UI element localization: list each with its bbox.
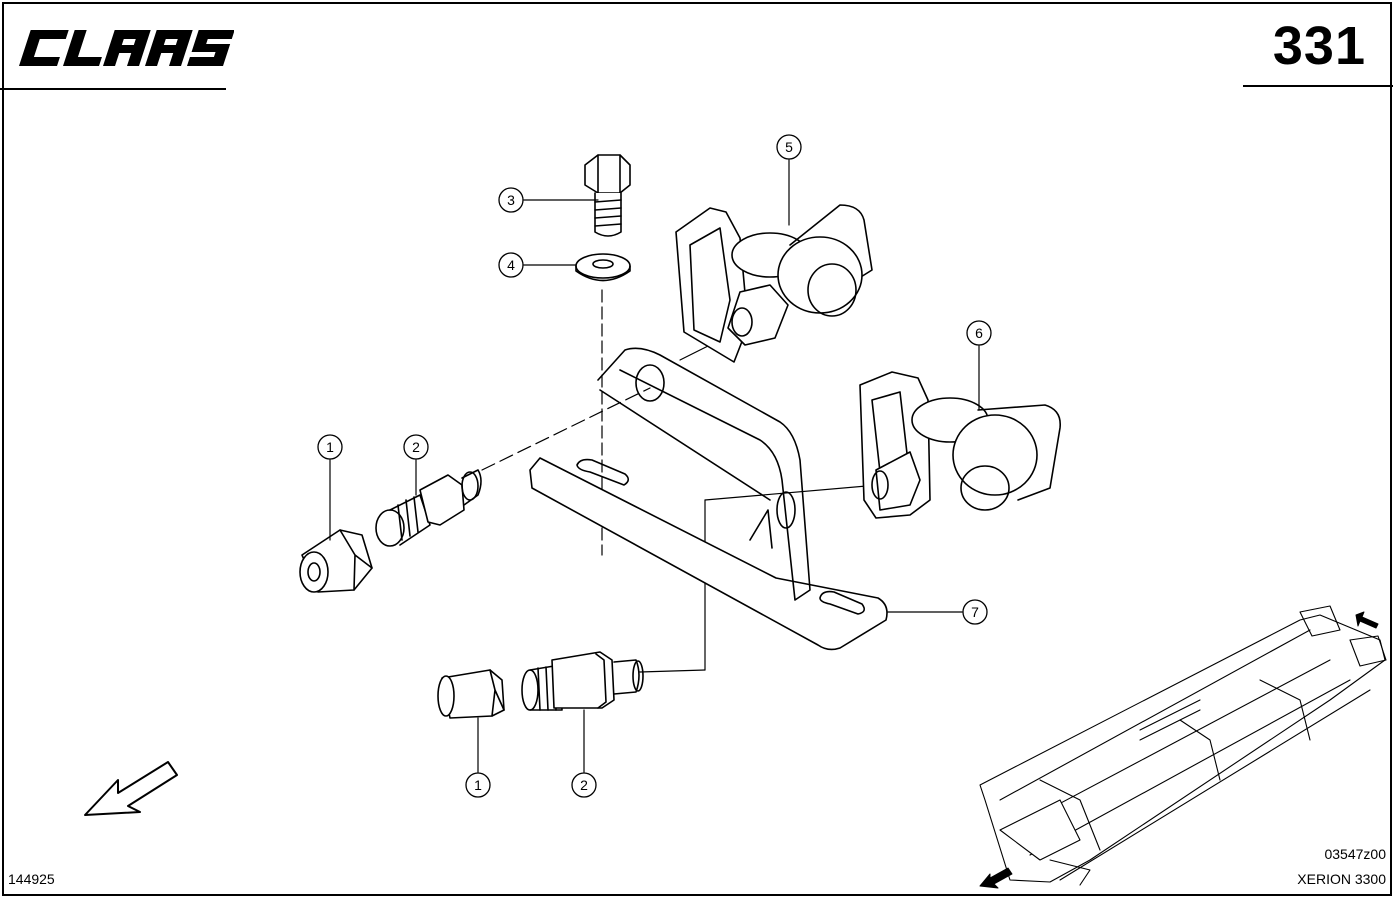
nut-part-lower: [437, 669, 505, 719]
callout-label: 3: [507, 192, 515, 208]
inset-direction-arrow-icon: [979, 867, 1013, 889]
callout-label: 4: [507, 257, 515, 273]
figure-code: 03547z00: [1324, 846, 1386, 862]
callout-label: 2: [580, 777, 588, 793]
document-id: 144925: [8, 871, 55, 887]
callout-label: 6: [975, 325, 983, 341]
callout-label: 7: [971, 604, 979, 620]
callout: 2: [403, 434, 429, 460]
nut-part-upper: [299, 529, 373, 593]
callout: 1: [317, 434, 343, 460]
bolt-part: [584, 154, 631, 237]
fitting-part-upper: [375, 469, 482, 547]
callout: 5: [776, 134, 802, 160]
callout-label: 1: [326, 439, 334, 455]
callout: 7: [962, 599, 988, 625]
coupling-head-upper: [675, 204, 873, 363]
callout-label: 5: [785, 139, 793, 155]
machine-frame-inset: [979, 605, 1387, 886]
mounting-bracket-part: [529, 347, 888, 651]
header-rule-right: [1243, 85, 1393, 87]
callout: 3: [498, 187, 524, 213]
callout-leaders: [329, 159, 980, 773]
claas-logo: [19, 30, 234, 66]
page-number: 331: [1272, 16, 1366, 76]
washer-part: [575, 253, 631, 282]
callout: 4: [498, 252, 524, 278]
callout-label: 1: [474, 777, 482, 793]
callout: 1: [465, 772, 491, 798]
callout: 2: [571, 772, 597, 798]
model-name: XERION 3300: [1297, 871, 1386, 887]
callout: 6: [966, 320, 992, 346]
coupling-head-lower: [859, 371, 1062, 519]
direction-arrow-icon: [84, 761, 178, 816]
inset-pointer-arrow-icon: [1355, 611, 1379, 629]
header-rule-left: [0, 88, 226, 90]
fitting-part-lower: [521, 651, 644, 711]
callout-label: 2: [412, 439, 420, 455]
